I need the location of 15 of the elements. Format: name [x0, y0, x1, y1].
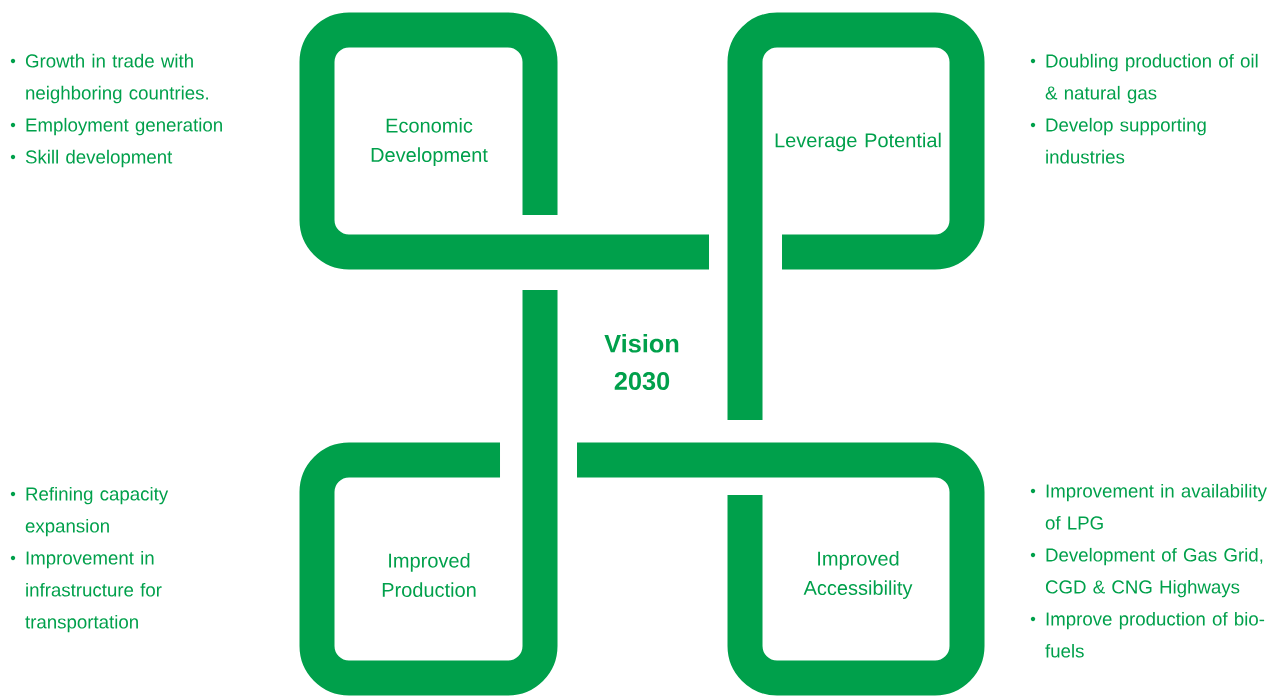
bullet-text: Skill development [25, 149, 173, 168]
bullet-text: Improvement in infrastructure for transportation [25, 550, 162, 633]
loop-box: Improved Accessibility [577, 442, 985, 696]
bullet-text: Doubling production of oil & natural gas [1045, 53, 1258, 104]
bullet-text: Develop supporting industries [1046, 117, 1206, 164]
bullet-text: Refining capacity expansion [25, 486, 169, 537]
loop-box: Economic Development [299, 12, 709, 270]
bullet-text: Employment generation [26, 117, 222, 136]
bullet-text: Development of Gas Grid, CGD & CNG Highways [1045, 547, 1263, 598]
bullet-text: Improvement in availability of LPG [1045, 483, 1267, 530]
bullet-text: Improve production of bio-fuels [1045, 611, 1265, 658]
loop-box: Improved Production [299, 290, 558, 696]
bullet-text: Growth in trade with neighboring countries. [25, 53, 208, 104]
loop-box: Leverage Potential [727, 12, 985, 420]
center-title: Vision 2030 [604, 334, 679, 390]
